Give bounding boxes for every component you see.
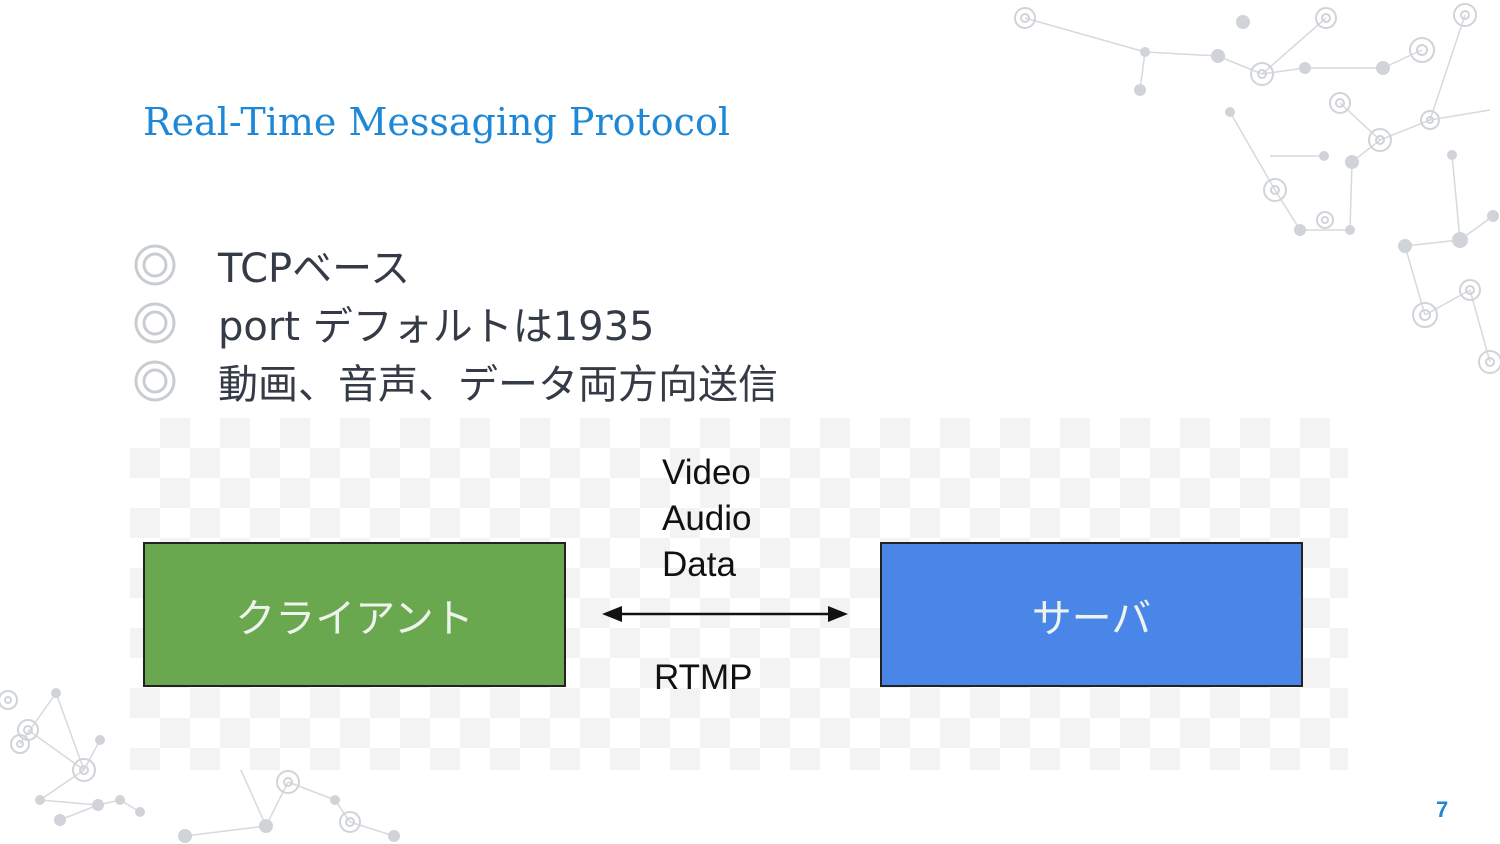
payload-labels: Video Audio Data (662, 450, 752, 588)
bullet-item: TCPベース (132, 236, 778, 294)
slide-title: Real-Time Messaging Protocol (143, 100, 730, 144)
protocol-label: RTMP (654, 658, 753, 697)
server-box: サーバ (880, 542, 1303, 687)
bullet-item: 動画、音声、データ両方向送信 (132, 352, 778, 410)
double-circle-icon (134, 360, 176, 402)
client-label: クライアント (235, 595, 474, 642)
client-box: クライアント (143, 542, 566, 687)
bullet-list: TCPベース port デフォルトは1935 動画、音声、データ両方向送信 (132, 236, 778, 410)
double-circle-icon (134, 302, 176, 344)
page-number: 7 (1436, 797, 1449, 822)
bullet-text: 動画、音声、データ両方向送信 (218, 362, 778, 408)
bullet-text: port デフォルトは1935 (218, 304, 655, 350)
payload-label-data: Data (662, 545, 736, 584)
bullet-item: port デフォルトは1935 (132, 294, 778, 352)
payload-label-audio: Audio (662, 499, 752, 538)
double-headed-arrow-icon (602, 606, 848, 622)
double-circle-icon (134, 244, 176, 286)
rtmp-diagram: Video Audio Data クライアント RTMP サーバ (130, 418, 1348, 770)
bullet-text: TCPベース (218, 246, 411, 292)
server-label: サーバ (1031, 595, 1152, 642)
payload-label-video: Video (662, 453, 751, 492)
